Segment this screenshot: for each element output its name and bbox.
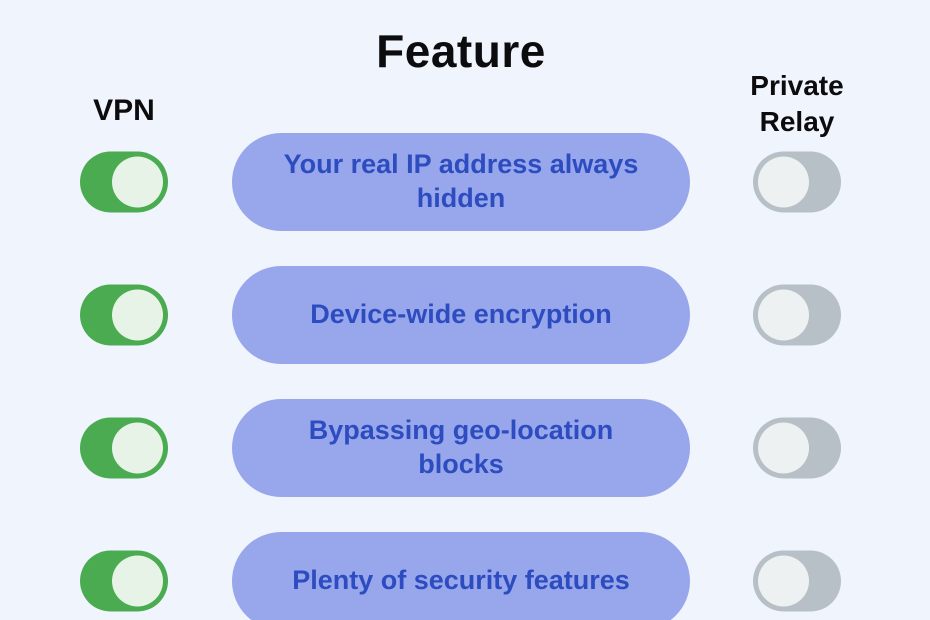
- toggle-knob: [758, 422, 809, 474]
- private-relay-toggle[interactable]: [753, 284, 841, 346]
- feature-row: Plenty of security features: [0, 532, 930, 620]
- vpn-toggle[interactable]: [80, 417, 168, 479]
- toggle-knob: [758, 289, 809, 341]
- feature-label: Plenty of security features: [292, 565, 630, 596]
- feature-row: Device-wide encryption: [0, 266, 930, 364]
- toggle-knob: [112, 555, 163, 607]
- page-title: Feature: [376, 25, 546, 77]
- column-header-vpn: VPN: [93, 94, 155, 127]
- feature-label: Your real IP address always hidden: [283, 149, 639, 213]
- vpn-toggle[interactable]: [80, 284, 168, 346]
- toggle-knob: [112, 422, 163, 474]
- feature-pill: Device-wide encryption: [232, 266, 690, 364]
- private-relay-toggle[interactable]: [753, 151, 841, 213]
- toggle-knob: [758, 156, 809, 208]
- vpn-toggle[interactable]: [80, 550, 168, 612]
- feature-row: Your real IP address always hidden: [0, 133, 930, 231]
- feature-label: Bypassing geo-location blocks: [308, 415, 614, 479]
- private-relay-toggle[interactable]: [753, 417, 841, 479]
- feature-pill: Plenty of security features: [232, 532, 690, 620]
- vpn-toggle[interactable]: [80, 151, 168, 213]
- column-header-private-relay: Private Relay: [750, 70, 844, 138]
- feature-pill: Your real IP address always hidden: [232, 133, 690, 231]
- toggle-knob: [112, 289, 163, 341]
- toggle-knob: [112, 156, 163, 208]
- feature-row: Bypassing geo-location blocks: [0, 399, 930, 497]
- toggle-knob: [758, 555, 809, 607]
- feature-pill: Bypassing geo-location blocks: [232, 399, 690, 497]
- private-relay-toggle[interactable]: [753, 550, 841, 612]
- feature-label: Device-wide encryption: [310, 299, 612, 330]
